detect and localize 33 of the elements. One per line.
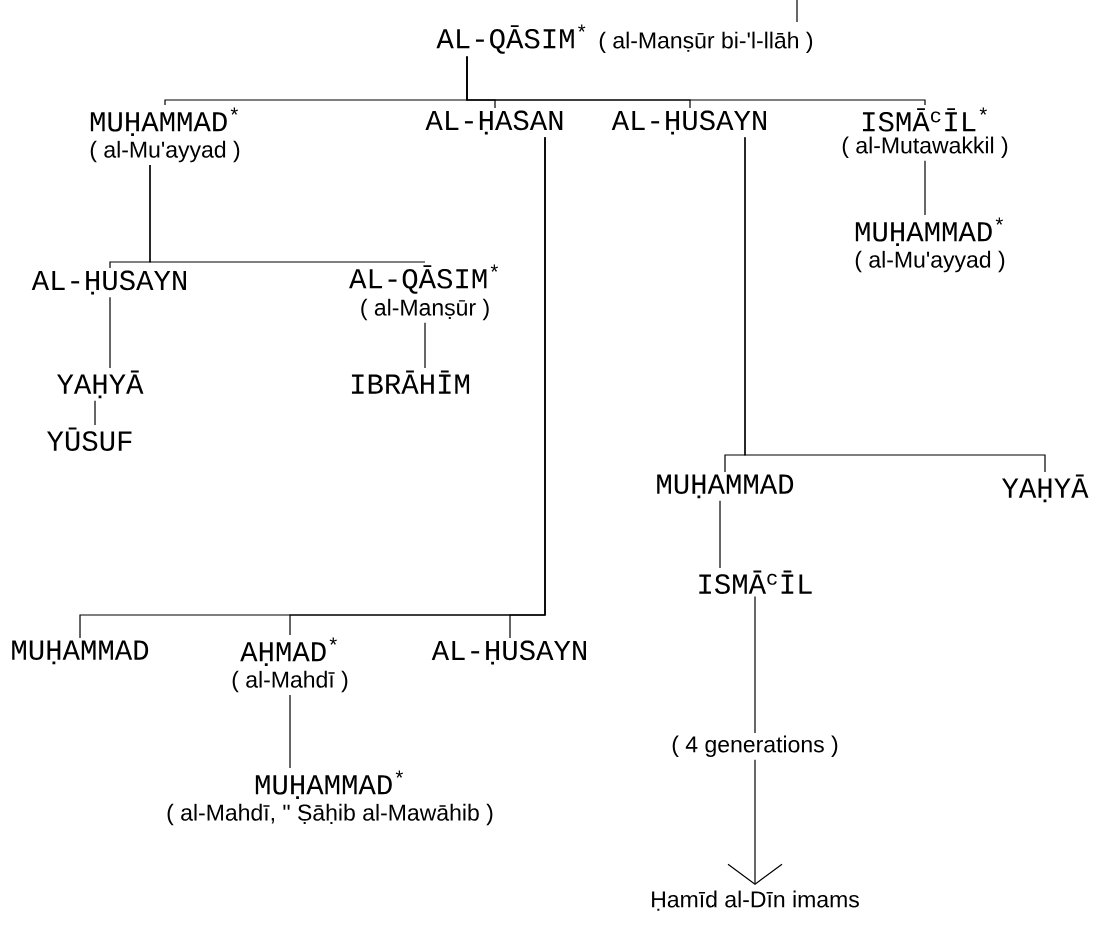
connector-line <box>924 160 926 216</box>
name-label: YAḤYĀ <box>1002 474 1089 503</box>
connector-line <box>109 296 111 369</box>
connector-line <box>509 136 546 639</box>
name-label: AL-ḤUSAYN <box>431 640 586 665</box>
connector-line <box>424 322 426 369</box>
name-label: AL-ḤASAN <box>425 110 563 135</box>
name-label: YŪSUF <box>47 427 132 451</box>
connector-line <box>719 500 721 569</box>
name-label: ( 4 generations ) <box>672 735 838 758</box>
name-label: MUḤAMMAD <box>12 640 149 665</box>
name-label: AḤMAD$^{*}$ ( al-Mahdī ) <box>232 637 348 693</box>
name-label: IBRĀHĪM <box>351 370 470 394</box>
name-label: AL-QĀSIM$^{*}$ ( al-Manṣūr bi-'l-llāh ) <box>436 24 813 54</box>
connector-line <box>744 136 1046 473</box>
name-label: ISMĀ$^{c}$ĪL$^{*}$ ( al-Mutawakkil ) <box>842 107 1008 159</box>
connector-line <box>94 400 96 426</box>
name-label: ISMĀ$^{c}$ĪL <box>699 570 812 594</box>
connector-line <box>289 694 291 769</box>
name-label: MUḤAMMAD$^{*}$ ( al-Mahdī, " Ṣāḥib al-Mawāhib ) <box>167 770 493 826</box>
connector-line <box>466 55 926 106</box>
name-label: MUḤAMMAD$^{*}$ ( al-Mu'ayyad ) <box>855 217 1005 273</box>
connector-line <box>796 0 798 23</box>
name-label: AL-ḤUSAYN <box>31 270 186 295</box>
connector-line <box>149 164 426 263</box>
name-label: MUḤAMMAD <box>657 474 794 499</box>
arrow <box>727 759 783 885</box>
connector-line <box>754 595 756 734</box>
name-label: Ḥamīd al-Dīn imams <box>652 890 859 911</box>
name-label: YAḤYĀ <box>57 370 144 399</box>
name-label: AL-QĀSIM$^{*}$ ( al-Manṣūr ) <box>349 264 498 321</box>
name-label: AL-ḤUSAYN <box>611 110 766 135</box>
name-label: MUḤAMMAD$^{*}$ ( al-Mu'ayyad ) <box>90 107 240 163</box>
